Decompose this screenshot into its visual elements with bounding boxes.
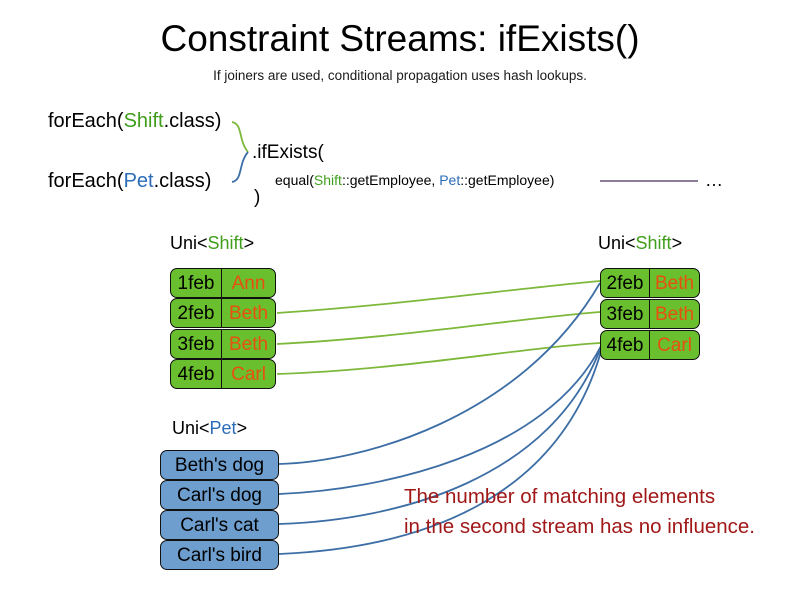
shift-left-date-1: 2feb (171, 299, 223, 327)
code-foreach-prefix-1: forEach( (48, 110, 124, 132)
code-ifexists-call: .ifExists( (252, 142, 324, 163)
label-uni-pet: Uni<Pet> (172, 418, 247, 439)
label-prefix: Uni< (598, 233, 636, 253)
page-subtitle: If joiners are used, conditional propaga… (213, 68, 587, 83)
annotation-note: The number of matching elements in the s… (404, 482, 774, 541)
label-prefix: Uni< (170, 233, 208, 253)
shift-right-date-1: 3feb (601, 300, 651, 328)
code-foreach-suffix-1: .class) (163, 110, 222, 132)
code-line-foreach-shift: forEach(Shift.class) (48, 110, 221, 133)
shift-right-row-2[interactable]: 4feb Carl (600, 330, 700, 360)
shift-right-name-1: Beth (654, 303, 695, 325)
wire-shift-4feb (276, 342, 601, 375)
code-line-foreach-pet: forEach(Pet.class) (48, 170, 211, 193)
shift-left-name-1: Beth (228, 302, 269, 324)
joiner-prefix: equal( (275, 172, 314, 188)
pet-label-0: Beth's dog (174, 454, 265, 476)
wire-pet-beths-dog (278, 282, 601, 465)
shift-right-row-1[interactable]: 3feb Beth (600, 299, 700, 329)
annotation-line-1: The number of matching elements (404, 485, 716, 508)
wire-pet-carls-dog (278, 345, 602, 495)
wire-shift-3feb (276, 311, 601, 345)
label-uni-shift-left: Uni<Shift> (170, 233, 254, 254)
pet-row-0[interactable]: Beth's dog (160, 450, 279, 480)
shift-left-name-3: Carl (231, 363, 266, 385)
shift-left-date-0: 1feb (171, 269, 223, 297)
shift-left-row-3[interactable]: 4feb Carl (170, 359, 276, 389)
joiner-suffix: ::getEmployee) (460, 172, 555, 188)
label-suffix: > (671, 233, 683, 253)
shift-left-row-1[interactable]: 2feb Beth (170, 298, 276, 328)
shift-left-name-2: Beth (228, 333, 269, 355)
shift-left-row-0[interactable]: 1feb Ann (170, 268, 276, 298)
label-type: Pet (209, 418, 237, 438)
code-foreach-prefix-2: forEach( (48, 170, 124, 192)
label-suffix: > (243, 233, 255, 253)
shift-left-row-2[interactable]: 3feb Beth (170, 329, 276, 359)
shift-right-row-0[interactable]: 2feb Beth (600, 268, 700, 298)
pet-row-3[interactable]: Carl's bird (160, 540, 279, 570)
shift-right-name-0: Beth (654, 272, 695, 294)
code-foreach-suffix-2: .class) (153, 170, 212, 192)
code-close-paren: ) (254, 187, 261, 208)
shift-left-date-3: 4feb (171, 360, 223, 388)
shift-right-date-2: 4feb (601, 331, 651, 359)
joiner-ellipsis: … (705, 170, 723, 190)
joiner-type-shift: Shift (313, 172, 342, 188)
brace-upper-green (231, 121, 249, 153)
label-type: Shift (635, 233, 672, 253)
code-joiner-equal: equal(Shift::getEmployee, Pet::getEmploy… (275, 172, 554, 188)
wire-shift-2feb (276, 280, 601, 314)
pet-row-1[interactable]: Carl's dog (160, 480, 279, 510)
pet-label-2: Carl's cat (180, 514, 259, 536)
label-suffix: > (236, 418, 248, 438)
label-type: Shift (207, 233, 244, 253)
joiner-mid: ::getEmployee, (341, 172, 440, 188)
shift-left-name-0: Ann (231, 272, 266, 294)
shift-right-name-2: Carl (657, 334, 692, 356)
label-uni-shift-right: Uni<Shift> (598, 233, 682, 254)
joiner-type-pet: Pet (439, 172, 461, 188)
pet-label-3: Carl's bird (177, 544, 262, 566)
pet-row-2[interactable]: Carl's cat (160, 510, 279, 540)
shift-left-date-2: 3feb (171, 330, 223, 358)
code-type-shift-1: Shift (123, 110, 164, 132)
code-type-pet-2: Pet (123, 170, 154, 192)
pet-label-1: Carl's dog (177, 484, 262, 506)
shift-right-date-0: 2feb (601, 269, 651, 297)
page-title: Constraint Streams: ifExists() (160, 18, 640, 59)
brace-lower-blue (231, 151, 249, 183)
label-prefix: Uni< (172, 418, 210, 438)
annotation-line-2: in the second stream has no influence. (404, 514, 755, 538)
